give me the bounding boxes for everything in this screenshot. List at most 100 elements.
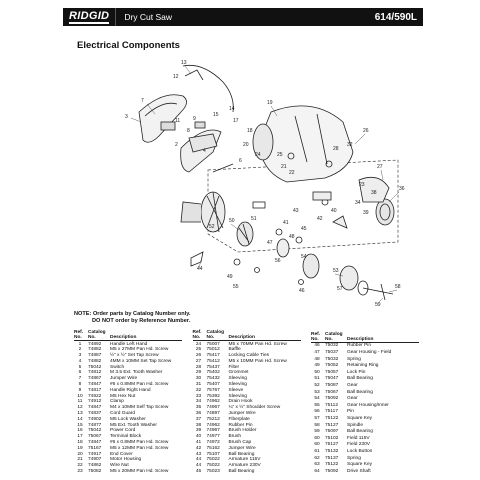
cell-cat: 75112 (325, 402, 338, 408)
cell-ref: 2 (78, 347, 82, 353)
cell-desc: Jumper Wire (228, 411, 256, 417)
cell-desc: Rubber Pin (228, 422, 253, 428)
brand-logo: RIDGID (63, 8, 117, 26)
cell-cat: 75402 (206, 370, 220, 376)
cell-ref: 54 (314, 396, 320, 402)
parts-table-header: Ref. No.Catalog No.Description (74, 330, 182, 342)
cell-ref: 12 (77, 405, 83, 411)
callout-label: 39 (363, 210, 369, 216)
cell-cat: 74837 (88, 411, 102, 417)
callout-label: 51 (251, 216, 257, 222)
cell-cat: 75067 (88, 434, 102, 440)
cell-ref: 31 (195, 382, 202, 388)
cell-ref: 43 (195, 451, 202, 457)
callout-label: 34 (355, 200, 361, 206)
cell-cat: 75057 (325, 369, 339, 375)
cell-desc: M5 Lock Washer (110, 416, 146, 422)
cell-cat: 75082 (88, 469, 102, 475)
cell-desc: Spindle (347, 422, 364, 428)
cell-cat: 74847 (88, 405, 102, 411)
cell-desc: Gear (347, 396, 358, 402)
cell-ref: 34 (195, 399, 202, 405)
cell-desc: #6 x 0.8MM Pan Hd. Screw (110, 440, 169, 446)
cell-cat: 75122 (325, 462, 339, 468)
cell-desc: M5 x 27MM Pan Hd. Screw (110, 347, 169, 353)
cell-desc: Sleeving (228, 376, 247, 382)
cell-cat: 75132 (325, 448, 339, 454)
cell-ref: 9 (78, 387, 82, 393)
cell-cat: 75097 (325, 429, 339, 435)
cell-cat: 75092 (325, 468, 339, 474)
cell-desc: Spring (347, 455, 361, 461)
cell-ref: 41 (195, 440, 202, 446)
cell-cat: 75432 (206, 376, 220, 382)
cell-cat: 74812 (88, 370, 102, 376)
cell-cat: 75023 (206, 469, 220, 475)
cell-desc: Jumper Wire (228, 445, 256, 451)
callout-label: 26 (363, 128, 369, 134)
cell-desc: Armature 115V (228, 457, 261, 463)
cell-cat: 75137 (325, 455, 339, 461)
cell-ref: 39 (195, 428, 202, 434)
cell-ref: 26 (195, 353, 202, 359)
model-number: 614/590L (374, 11, 417, 23)
callout-label: 21 (281, 164, 287, 170)
cell-ref: 63 (314, 462, 320, 468)
callout-label: 52 (209, 224, 215, 230)
cell-desc: End Cover (110, 451, 133, 457)
cell-desc: M5 Hex Nut (110, 393, 136, 399)
cell-desc: Sleeving (228, 393, 247, 399)
cell-cat: 74882 (88, 347, 102, 353)
cell-cat: 74977 (206, 434, 220, 440)
cell-desc: Sleeving (228, 382, 247, 388)
cell-cat: 75087 (325, 383, 339, 389)
callout-label: 27 (377, 164, 383, 170)
callout-label: 38 (371, 190, 377, 196)
cell-desc: M5 x 10MM Pan Hd. Screw (228, 358, 287, 364)
cell-ref: 47 (314, 350, 320, 356)
callout-label: 12 (173, 74, 179, 80)
table-row: 52 75087 Gear (311, 383, 419, 390)
cell-ref: 48 (314, 356, 320, 362)
cell-desc: Gear (347, 383, 358, 389)
cell-ref: 53 (314, 389, 320, 395)
cell-ref: 61 (314, 448, 320, 454)
cell-ref: 52 (314, 383, 320, 389)
cell-cat: 74817 (88, 387, 102, 393)
cell-desc: Ball Bearing (347, 389, 373, 395)
cell-ref: 46 (314, 343, 320, 349)
callout-label: 14 (229, 106, 235, 112)
cell-ref: 19 (77, 445, 83, 451)
cell-desc: Gear Housing - Field (347, 350, 392, 356)
callout-label: 9 (193, 116, 196, 122)
cell-desc: Drain Hook (228, 399, 253, 405)
cell-desc: Brush Holder (228, 428, 257, 434)
